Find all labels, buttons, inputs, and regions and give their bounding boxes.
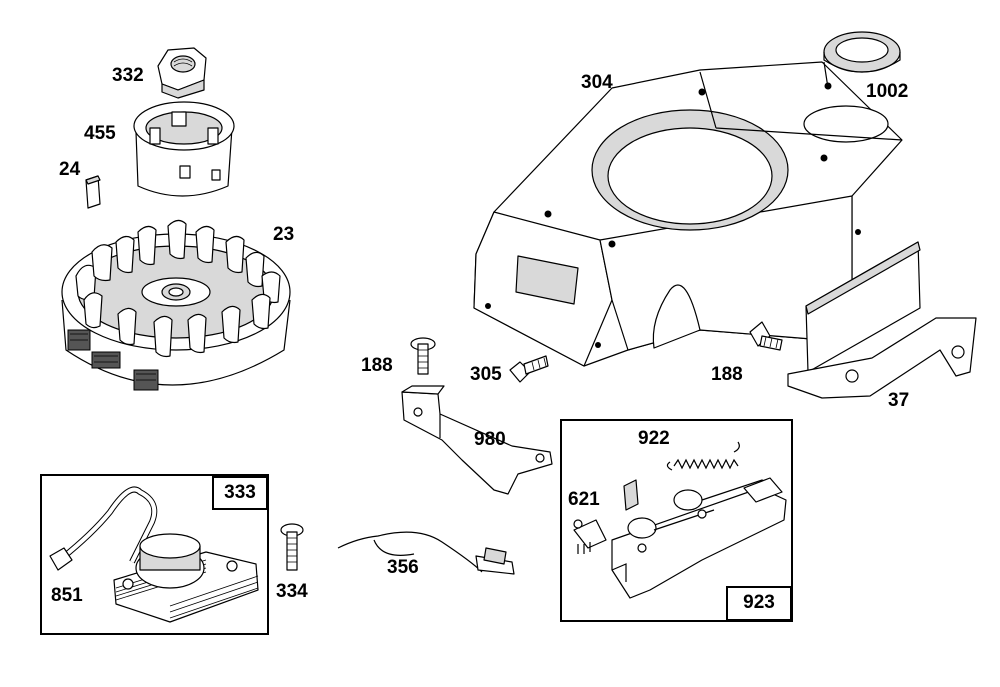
label-305: 305 — [470, 364, 502, 385]
ignition-kit-box — [40, 474, 269, 635]
part-980-governor-bracket — [401, 385, 553, 495]
label-356: 356 — [387, 557, 419, 578]
label-334: 334 — [276, 581, 308, 602]
part-455-starter-cup — [133, 101, 235, 197]
label-455: 455 — [84, 123, 116, 144]
governor-kit-tag: 923 — [726, 586, 792, 621]
ignition-kit-tag: 333 — [212, 476, 268, 510]
label-1002: 1002 — [866, 81, 909, 102]
part-37-air-guide-bracket — [787, 241, 977, 399]
label-851: 851 — [51, 585, 83, 606]
part-334-screw — [280, 523, 304, 571]
label-37: 37 — [888, 390, 910, 411]
governor-kit-box — [560, 419, 793, 622]
part-923-governor-control — [611, 477, 787, 599]
part-23-flywheel — [61, 219, 291, 391]
label-188-left: 188 — [361, 355, 393, 376]
part-851-spark-plug-lead — [49, 486, 158, 571]
part-304-blower-housing — [473, 61, 903, 367]
label-980: 980 — [474, 429, 506, 450]
part-1002-grommet — [823, 31, 901, 73]
label-188-right: 188 — [711, 364, 743, 385]
label-24: 24 — [59, 159, 81, 180]
label-621: 621 — [568, 489, 600, 510]
part-922-governor-spring — [666, 441, 740, 471]
label-23: 23 — [273, 224, 295, 245]
part-356-ground-wire — [337, 531, 515, 575]
label-304: 304 — [581, 72, 613, 93]
part-621-throttle-link — [573, 519, 607, 554]
part-24-flywheel-key — [85, 175, 101, 209]
label-332: 332 — [112, 65, 144, 86]
part-332-hex-nut — [157, 47, 207, 99]
part-333-ignition-armature — [113, 533, 259, 623]
part-188-screw-left — [410, 337, 436, 375]
part-188-screw-right — [749, 321, 783, 351]
label-922: 922 — [638, 428, 670, 449]
part-305-screw — [509, 355, 549, 383]
